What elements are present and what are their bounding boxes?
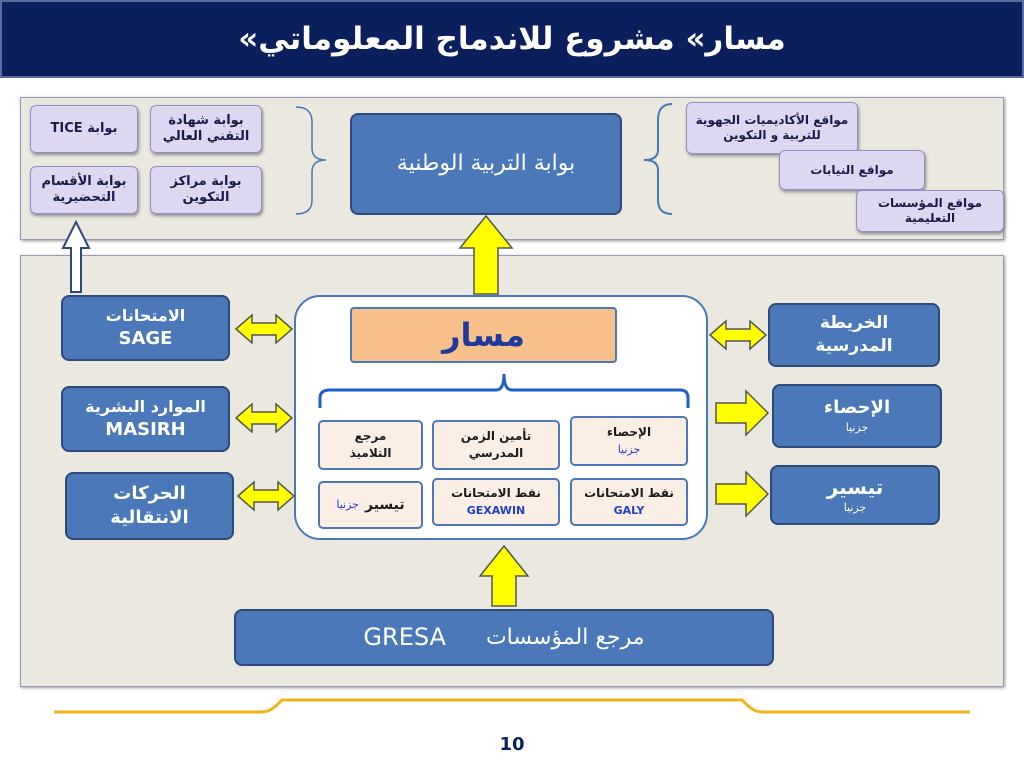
modules-bracket bbox=[318, 373, 690, 408]
right-sites-bracket bbox=[643, 103, 673, 215]
double-arrow-masirh bbox=[234, 402, 294, 434]
arrow-right-stats bbox=[715, 389, 770, 437]
page-number: 10 bbox=[499, 734, 525, 755]
site-schools: مواقع المؤسسات التعليمية bbox=[856, 190, 1004, 232]
site-delegations: مواقع النيابات bbox=[779, 150, 925, 190]
arrow-up-to-portals-hollow bbox=[61, 219, 91, 293]
portal-tice: بوابة TICE bbox=[30, 105, 138, 153]
double-arrow-map bbox=[708, 319, 768, 351]
left-portals-bracket bbox=[295, 106, 327, 215]
slide-title-text: مسار» مشروع للاندماج المعلوماتي» bbox=[238, 21, 786, 57]
double-arrow-sage bbox=[234, 313, 294, 345]
portal-training: بوابة مراكز التكوين bbox=[150, 166, 262, 214]
double-arrow-mobility bbox=[236, 480, 296, 512]
site-academies: مواقع الأكاديميات الجهوية للتربية و التك… bbox=[686, 102, 858, 154]
arrow-right-taysir bbox=[715, 470, 770, 518]
portal-prep: بوابة الأقسام التحضيرية bbox=[30, 166, 138, 214]
arrow-up-to-portal bbox=[458, 214, 514, 295]
footer-line bbox=[54, 698, 970, 714]
arrow-up-from-gresa bbox=[478, 544, 530, 607]
national-education-portal: بوابة التربية الوطنية bbox=[350, 113, 622, 215]
portal-technician: بوابة شهادة التقني العالي bbox=[150, 105, 262, 153]
slide-title: مسار» مشروع للاندماج المعلوماتي» bbox=[0, 0, 1024, 78]
masar-label: مسار bbox=[350, 307, 617, 363]
